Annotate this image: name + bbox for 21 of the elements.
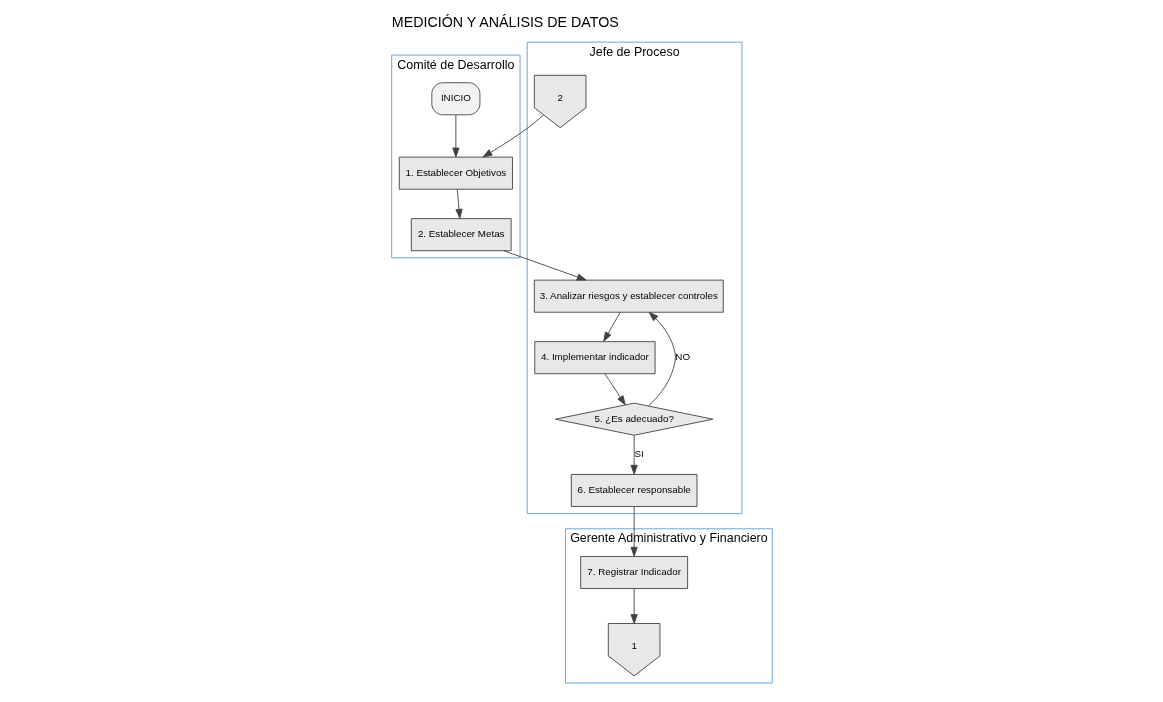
node-box: 6. Establecer responsable [570, 474, 697, 507]
arrow [647, 311, 676, 407]
node-box: 7. Registrar Indicador [579, 556, 688, 589]
edge-label: SI [633, 448, 644, 460]
node-box: 3. Analizar riesgos y establecer controles [533, 279, 724, 313]
arrow [503, 250, 587, 281]
arrow [630, 435, 638, 475]
node-diamond: 5. ¿Es adecuado? [554, 402, 713, 436]
diagram-title: MEDICIÓN Y ANÁLISIS DE DATOS [391, 13, 619, 30]
arrow [604, 373, 626, 406]
arrow [451, 114, 459, 158]
arrow [455, 189, 463, 219]
node-box: 4. Implementar indicador [533, 341, 656, 375]
node-box: 2. Establecer Metas [410, 218, 512, 252]
arrow [630, 588, 638, 624]
arrow [602, 312, 620, 342]
node-box: INICIO [430, 82, 480, 116]
arrow [482, 114, 544, 158]
edge-label: NO [674, 351, 690, 363]
node-box: 1. Establecer Objetivos [398, 156, 513, 190]
arrow [630, 506, 638, 557]
